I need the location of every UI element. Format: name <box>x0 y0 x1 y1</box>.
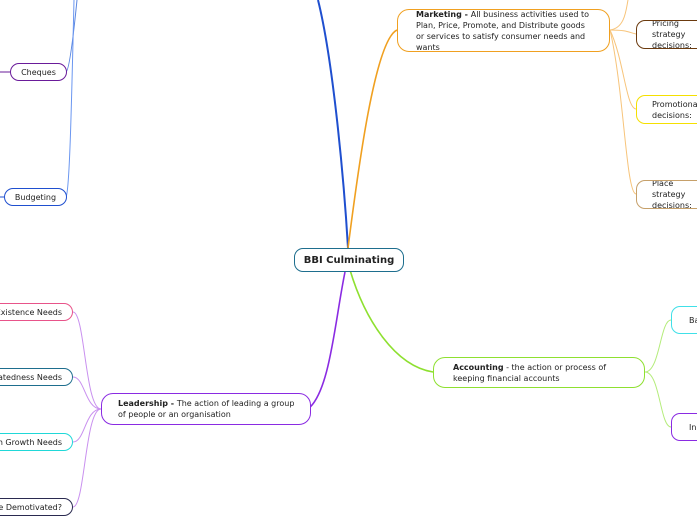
budgeting-node[interactable]: Budgeting <box>4 188 67 206</box>
connector-accounting-in <box>644 371 672 428</box>
budgeting-label: Budgeting <box>14 192 57 202</box>
pricing-strategy-label: Pricing strategy decisions: <box>652 20 692 49</box>
connector-finance-cheques <box>65 0 78 73</box>
marketing-node[interactable]: Marketing - All business activities used… <box>397 9 610 52</box>
connector-root-finance <box>317 0 349 249</box>
connector-leadership-relatedness <box>72 376 102 410</box>
connector-marketing-place <box>609 29 637 195</box>
place-strategy-node[interactable]: Place strategy decisions: <box>636 180 697 209</box>
demotivated-node[interactable]: he Demotivated? <box>0 498 73 516</box>
accounting-description: - the action or process of keeping finan… <box>453 362 607 383</box>
place-strategy-label: Place strategy decisions: <box>652 180 692 209</box>
cheques-node[interactable]: Cheques <box>10 63 67 81</box>
existence-needs-label: Existence Needs <box>0 307 62 317</box>
accounting-node[interactable]: Accounting - the action or process of ke… <box>433 357 645 388</box>
connector-accounting-ba <box>644 319 672 373</box>
leadership-text: Leadership - The action of leading a gro… <box>118 398 298 420</box>
accounting-child-ba[interactable]: Ba <box>671 306 697 334</box>
leadership-title: Leadership - <box>118 399 177 408</box>
connector-leadership-demotivated <box>72 408 102 508</box>
connector-root-marketing <box>347 29 398 249</box>
marketing-text: Marketing - All business activities used… <box>416 9 593 52</box>
connector-marketing-promotional <box>609 29 637 110</box>
pricing-strategy-node[interactable]: Pricing strategy decisions: <box>636 20 697 49</box>
growth-needs-node[interactable]: h Growth Needs <box>0 433 73 451</box>
accounting-title: Accounting <box>453 362 504 372</box>
connector-root-accounting <box>349 269 434 373</box>
root-node[interactable]: BBI Culminating <box>294 248 404 272</box>
leadership-node[interactable]: Leadership - The action of leading a gro… <box>101 393 311 425</box>
growth-needs-label: h Growth Needs <box>0 437 62 447</box>
accounting-child-ba-label: Ba <box>689 315 697 325</box>
accounting-text: Accounting - the action or process of ke… <box>453 362 632 384</box>
connector-finance-budgeting <box>65 0 75 198</box>
marketing-description: All business activities used to Plan, Pr… <box>416 9 590 52</box>
accounting-child-in-label: In <box>689 422 697 432</box>
existence-needs-node[interactable]: Existence Needs <box>0 303 73 321</box>
connector-leadership-existence <box>72 311 102 410</box>
root-label: BBI Culminating <box>303 254 395 266</box>
marketing-title: Marketing - <box>416 9 471 19</box>
connector-leadership-growth <box>72 408 102 443</box>
promotional-node[interactable]: Promotional decisions: <box>636 95 697 124</box>
promotional-label: Promotional decisions: <box>652 99 697 120</box>
connector-marketing-top <box>609 0 629 31</box>
relatedness-needs-node[interactable]: latedness Needs <box>0 368 73 386</box>
leadership-description: The action of leading a group of people … <box>118 399 295 419</box>
demotivated-label: he Demotivated? <box>0 502 62 512</box>
cheques-label: Cheques <box>21 67 56 77</box>
connector-marketing-pricing <box>609 29 637 35</box>
relatedness-needs-label: latedness Needs <box>0 372 62 382</box>
accounting-child-in[interactable]: In <box>671 413 697 441</box>
connector-root-leadership <box>307 271 346 410</box>
